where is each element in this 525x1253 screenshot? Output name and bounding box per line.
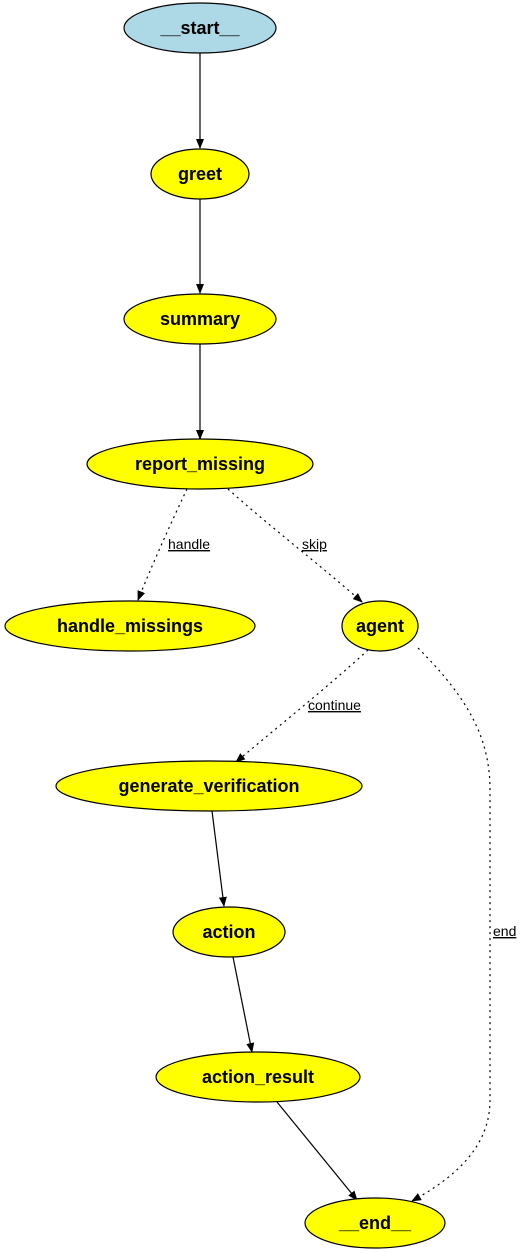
node-end-shape bbox=[304, 1197, 446, 1249]
node-action-result-shape bbox=[155, 1051, 361, 1103]
edge-label-skip: skip bbox=[302, 536, 327, 552]
node-action-result-label: action_result bbox=[202, 1067, 314, 1087]
node-agent-label: agent bbox=[356, 616, 404, 636]
node-end-label: __end__ bbox=[338, 1213, 412, 1233]
node-summary[interactable]: summary bbox=[123, 293, 277, 345]
node-start[interactable]: __start__ bbox=[123, 2, 277, 54]
node-greet[interactable]: greet bbox=[150, 148, 250, 200]
edges: handle skip continue end bbox=[137, 53, 516, 1202]
node-agent-shape bbox=[341, 600, 419, 652]
node-report-missing-label: report_missing bbox=[135, 454, 265, 474]
edge-action-action-result bbox=[232, 956, 255, 1053]
node-action-result[interactable]: action_result bbox=[155, 1051, 361, 1103]
edge-label-end: end bbox=[493, 923, 516, 939]
node-action-shape bbox=[172, 906, 286, 958]
node-summary-shape bbox=[123, 293, 277, 345]
node-report-missing[interactable]: report_missing bbox=[86, 438, 314, 490]
node-action[interactable]: action bbox=[172, 906, 286, 958]
edge-generate-verification-action bbox=[211, 810, 227, 907]
node-generate-verification-shape bbox=[55, 760, 363, 812]
edge-action-result-end bbox=[276, 1101, 358, 1201]
node-handle-missings[interactable]: handle_missings bbox=[4, 600, 256, 652]
nodes: __start__ greet summary report_missing h… bbox=[4, 2, 446, 1249]
node-agent[interactable]: agent bbox=[341, 600, 419, 652]
node-generate-verification-label: generate_verification bbox=[118, 776, 299, 796]
node-handle-missings-label: handle_missings bbox=[57, 616, 203, 636]
node-action-label: action bbox=[202, 922, 255, 942]
node-start-shape bbox=[123, 2, 277, 54]
node-greet-label: greet bbox=[178, 164, 222, 184]
edge-agent-generate-verification bbox=[235, 649, 369, 763]
node-end[interactable]: __end__ bbox=[304, 1197, 446, 1249]
node-start-label: __start__ bbox=[159, 18, 240, 38]
edge-agent-end bbox=[411, 647, 491, 1202]
edge-report-missing-agent bbox=[227, 488, 363, 603]
node-summary-label: summary bbox=[160, 309, 240, 329]
edge-label-handle: handle bbox=[168, 536, 210, 552]
edge-report-missing-handle-missings bbox=[137, 488, 188, 601]
node-greet-shape bbox=[150, 148, 250, 200]
node-generate-verification[interactable]: generate_verification bbox=[55, 760, 363, 812]
node-report-missing-shape bbox=[86, 438, 314, 490]
node-handle-missings-shape bbox=[4, 600, 256, 652]
edge-label-continue: continue bbox=[308, 697, 361, 713]
